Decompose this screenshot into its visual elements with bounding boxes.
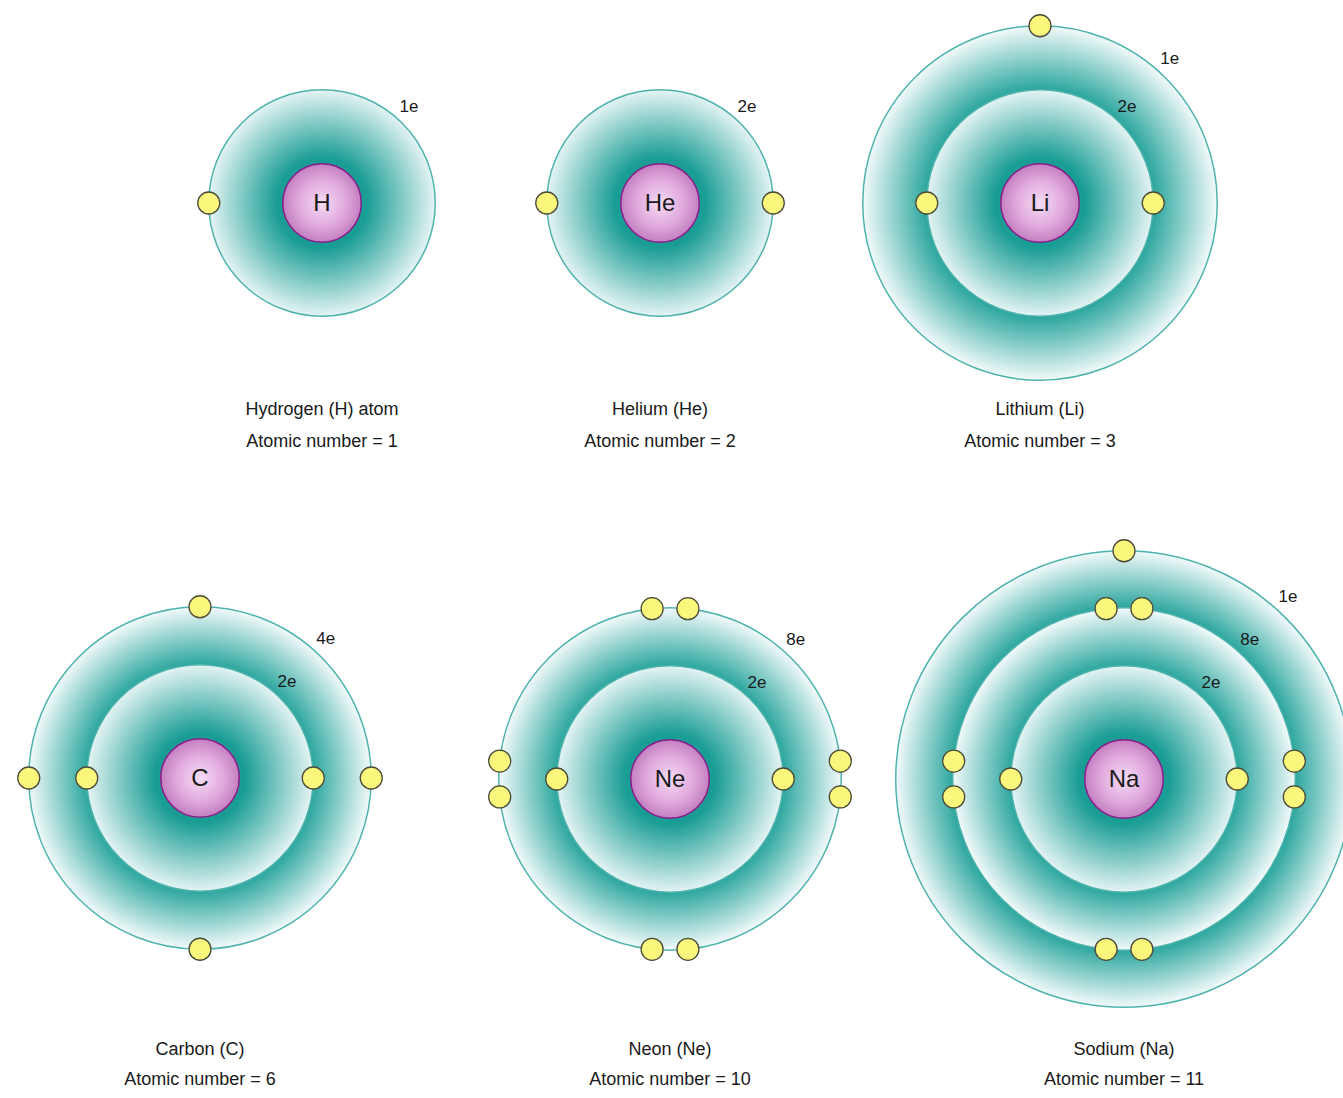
electron: [943, 786, 965, 808]
nucleus: He: [620, 163, 700, 243]
atomic-number: Atomic number = 6: [40, 1069, 360, 1091]
electron: [489, 786, 511, 808]
electron: [302, 767, 324, 789]
electron-shell: 1e 2eLi: [862, 25, 1218, 381]
electron: [829, 750, 851, 772]
electron: [762, 192, 784, 214]
electron: [1113, 540, 1135, 562]
electron: [1000, 768, 1022, 790]
element-name: Helium (He): [500, 399, 820, 421]
element-name: Lithium (Li): [880, 399, 1200, 421]
atomic-number: Atomic number = 10: [510, 1069, 830, 1091]
atomic-number: Atomic number = 2: [500, 431, 820, 453]
electron: [916, 192, 938, 214]
electron-shell: 2eNe: [556, 665, 784, 893]
element-name: Hydrogen (H) atom: [162, 399, 482, 421]
electron-shell: 1e8e2eNa: [895, 550, 1343, 1008]
electron-count: 2e: [278, 673, 297, 690]
electron: [536, 192, 558, 214]
electron: [360, 767, 382, 789]
electron-shell: 8e2eNa: [952, 607, 1296, 951]
electron-shell: 2eLi: [926, 89, 1154, 317]
electron-count: 8e: [786, 631, 805, 648]
electron-count: 2e: [748, 674, 767, 691]
electron: [1095, 938, 1117, 960]
electron-count: 2e: [1118, 98, 1137, 115]
electron: [943, 750, 965, 772]
electron-count: 2e: [738, 98, 757, 115]
electron-count: 1e: [1278, 588, 1297, 605]
nucleus: Na: [1084, 739, 1164, 819]
atomic-number: Atomic number = 3: [880, 431, 1200, 453]
atomic-number: Atomic number = 11: [964, 1069, 1284, 1091]
electron: [677, 598, 699, 620]
electron: [1226, 768, 1248, 790]
electron-shell: 4e2eC: [28, 606, 372, 950]
element-symbol: H: [313, 191, 330, 215]
electron-count: 2e: [1202, 674, 1221, 691]
electron-shell: 2eC: [86, 664, 314, 892]
electron: [1131, 938, 1153, 960]
electron: [1029, 15, 1051, 37]
electron: [1283, 786, 1305, 808]
nucleus: Li: [1000, 163, 1080, 243]
electron: [189, 938, 211, 960]
nucleus: H: [282, 163, 362, 243]
electron: [1095, 598, 1117, 620]
electron: [641, 598, 663, 620]
electron-count: 8e: [1240, 631, 1259, 648]
electron: [76, 767, 98, 789]
electron: [198, 192, 220, 214]
electron-shell: 8e2eNe: [498, 607, 842, 951]
element-name: Neon (Ne): [510, 1039, 830, 1061]
element-symbol: Ne: [655, 767, 686, 791]
electron: [489, 750, 511, 772]
element-name: Sodium (Na): [964, 1039, 1284, 1061]
electron: [641, 938, 663, 960]
nucleus: Ne: [630, 739, 710, 819]
electron: [677, 938, 699, 960]
electron: [546, 768, 568, 790]
electron-count: 1e: [400, 98, 419, 115]
electron-count: 1e: [1160, 50, 1179, 67]
electron: [1142, 192, 1164, 214]
nucleus: C: [160, 738, 240, 818]
element-name: Carbon (C): [40, 1039, 360, 1061]
atomic-number: Atomic number = 1: [162, 431, 482, 453]
element-symbol: Na: [1109, 767, 1140, 791]
electron: [18, 767, 40, 789]
electron: [189, 596, 211, 618]
electron-shell: 1eH: [208, 89, 436, 317]
electron: [772, 768, 794, 790]
electron: [1283, 750, 1305, 772]
electron-count: 4e: [316, 630, 335, 647]
electron-shell: 2eNa: [1010, 665, 1238, 893]
element-symbol: C: [191, 766, 208, 790]
element-symbol: He: [645, 191, 676, 215]
electron: [829, 786, 851, 808]
electron: [1131, 598, 1153, 620]
electron-shell: 2eHe: [546, 89, 774, 317]
element-symbol: Li: [1031, 191, 1050, 215]
